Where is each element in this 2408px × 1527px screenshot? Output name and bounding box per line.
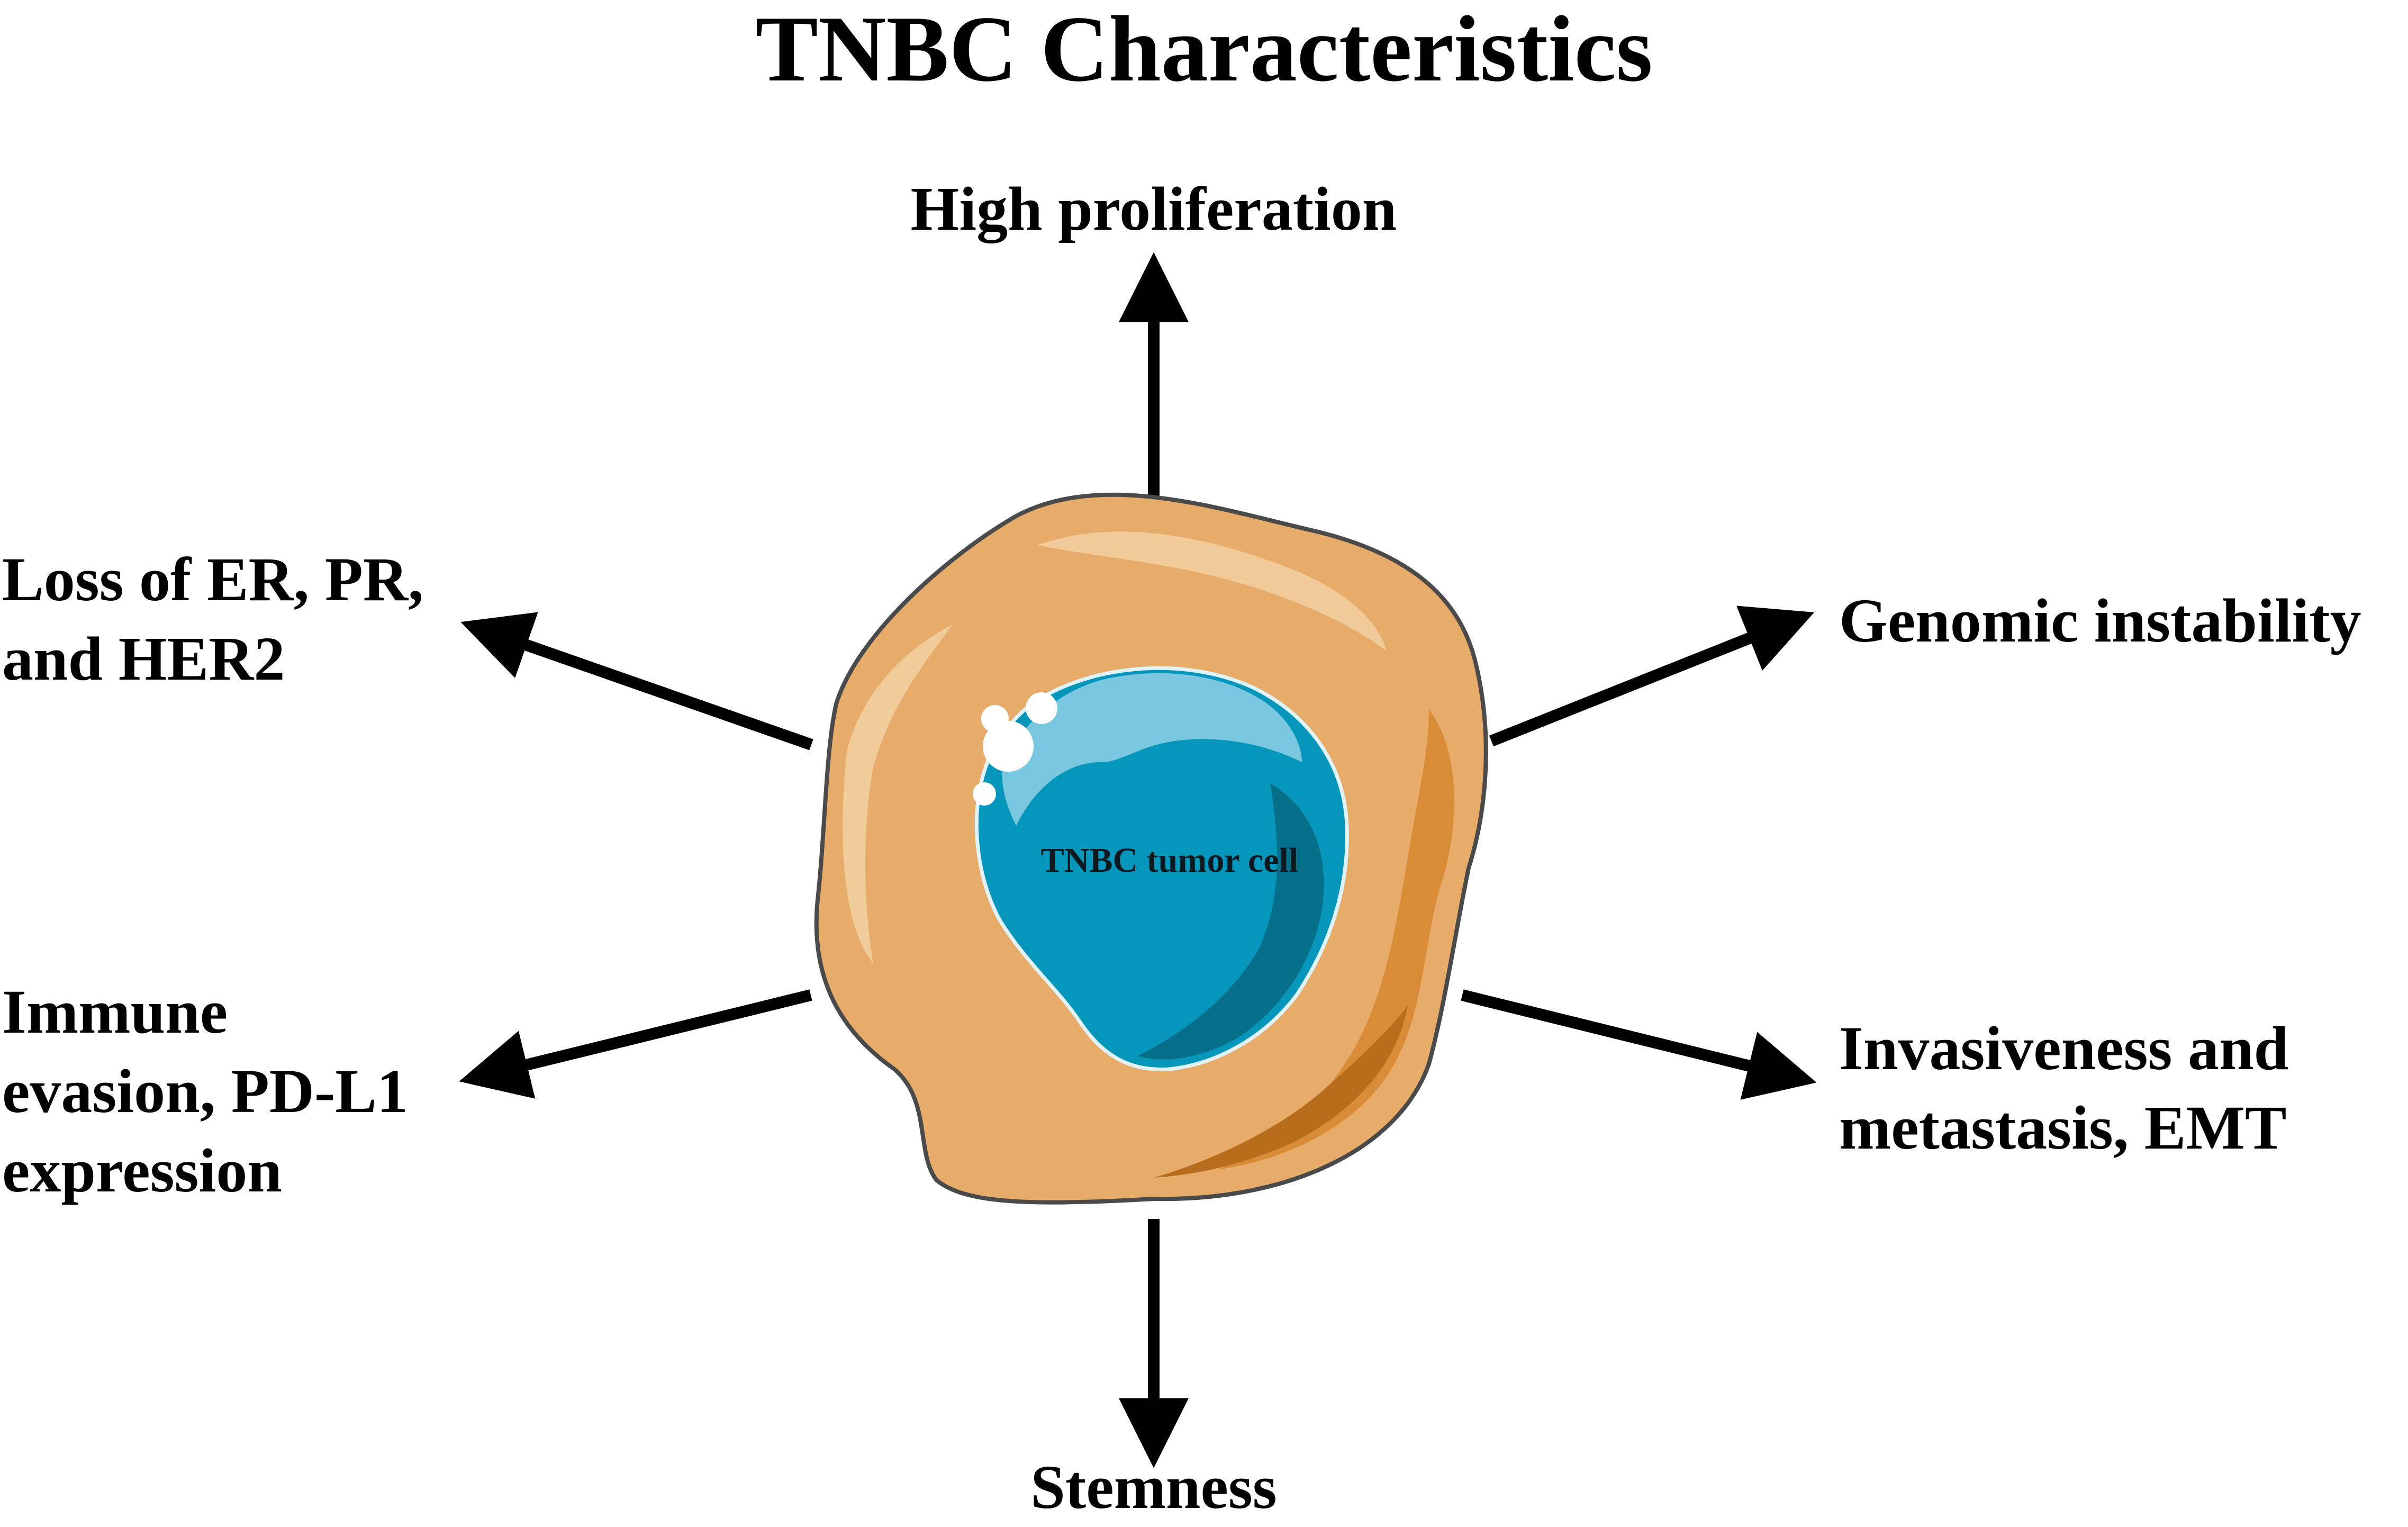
arrow-upper-right (1489, 606, 1815, 747)
vesicle (981, 705, 1009, 733)
label-immune-evasion: Immune evasion, PD-L1 expression (2, 972, 408, 1210)
label-line: Loss of ER, PR, (2, 545, 424, 614)
label-line: Stemness (1030, 1452, 1277, 1522)
arrow-upper-left (460, 612, 813, 751)
label-high-proliferation: High proliferation (823, 169, 1484, 249)
label-line: Invasiveness and (1839, 1014, 2289, 1083)
label-line: expression (2, 1136, 282, 1205)
vesicles (973, 692, 1057, 806)
cytoplasm-highlight-top (1037, 531, 1387, 651)
tumor-cell-icon (814, 492, 1488, 1205)
label-line: and HER2 (2, 624, 285, 693)
label-line: evasion, PD-L1 (2, 1056, 408, 1126)
arrow-lower-right (1461, 989, 1817, 1100)
arrows (459, 252, 1817, 1468)
arrow-lower-left (459, 989, 812, 1099)
cytoplasm-highlight (843, 625, 953, 963)
label-line: Immune (2, 977, 228, 1046)
cytoplasm-shade (1217, 709, 1454, 1170)
vesicle (973, 782, 996, 806)
label-stemness: Stemness (823, 1448, 1484, 1527)
label-line: metastasis, EMT (1839, 1093, 2287, 1162)
label-genomic-instability: Genomic instability (1839, 581, 2361, 661)
label-line: High proliferation (910, 174, 1397, 243)
vesicle (983, 721, 1034, 772)
cell-label: TNBC tumor cell (1040, 841, 1299, 880)
cytoplasm-shadow (1154, 1006, 1408, 1178)
nucleus-highlight (1002, 673, 1302, 826)
nucleus-shade (1138, 783, 1324, 1060)
label-line: Genomic instability (1839, 586, 2361, 655)
label-loss-of-receptors: Loss of ER, PR, and HER2 (2, 540, 424, 699)
vesicle (1026, 692, 1057, 724)
label-invasiveness: Invasiveness and metastasis, EMT (1839, 1009, 2288, 1168)
diagram-title: TNBC Characteristics (755, 0, 1653, 101)
